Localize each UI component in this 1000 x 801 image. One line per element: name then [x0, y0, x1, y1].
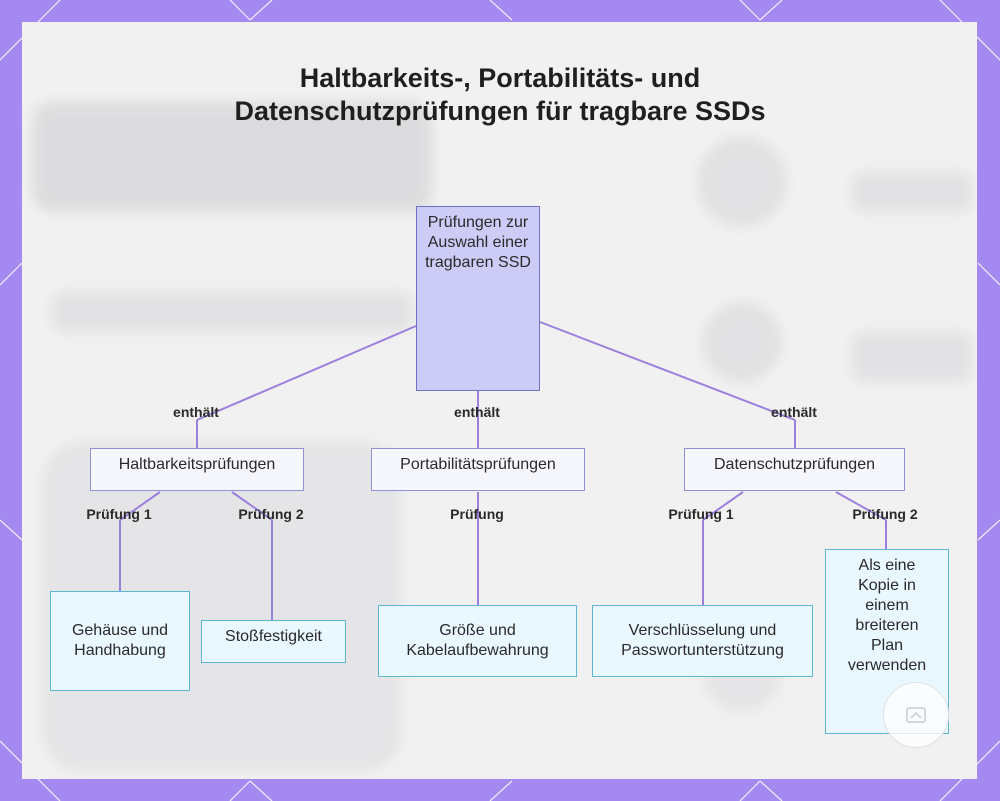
category-durability-label: Haltbarkeitsprüfungen: [118, 456, 276, 473]
leaf-shock-resistance-label: Stoßfestigkeit: [225, 628, 322, 645]
category-privacy: Datenschutzprüfungen: [684, 448, 905, 491]
category-portability: Portabilitätsprüfungen: [371, 448, 585, 491]
leaf-shock-resistance: Stoßfestigkeit: [201, 620, 346, 663]
leaf-encryption-label: Verschlüsselung und Passwortunterstützun…: [621, 622, 784, 659]
category-durability: Haltbarkeitsprüfungen: [90, 448, 304, 491]
diagram-title: Haltbarkeits-, Portabilitäts- und Datens…: [234, 63, 766, 126]
edge-label-contains-right: enthält: [771, 404, 817, 420]
leaf-encryption: Verschlüsselung und Passwortunterstützun…: [592, 605, 813, 677]
root-label: Prüfungen zur Auswahl einer tragbaren SS…: [425, 214, 531, 271]
category-privacy-label: Datenschutzprüfungen: [714, 456, 875, 473]
edge-label-contains-left: enthält: [173, 404, 219, 420]
leaf-housing-label: Gehäuse und Handhabung: [71, 622, 169, 659]
edge-label-contains-mid: enthält: [454, 404, 500, 420]
edge-label-check-mid: Prüfung: [450, 506, 504, 522]
leaf-size-cable: Größe und Kabelaufbewahrung: [378, 605, 577, 677]
leaf-size-cable-label: Größe und Kabelaufbewahrung: [406, 622, 549, 659]
edge-label-check1-left: Prüfung 1: [86, 506, 152, 522]
edge-label-check1-right: Prüfung 1: [668, 506, 734, 522]
leaf-backup-copy-label: Als eine Kopie in einem breiteren Plan v…: [847, 557, 927, 674]
leaf-housing: Gehäuse und Handhabung: [50, 591, 190, 691]
root-node: Prüfungen zur Auswahl einer tragbaren SS…: [416, 206, 540, 391]
watermark-logo: [883, 682, 949, 748]
logo-icon: [906, 707, 926, 723]
edge-label-check2-right: Prüfung 2: [852, 506, 918, 522]
edge-label-check2-left: Prüfung 2: [238, 506, 304, 522]
category-portability-label: Portabilitätsprüfungen: [400, 456, 556, 473]
